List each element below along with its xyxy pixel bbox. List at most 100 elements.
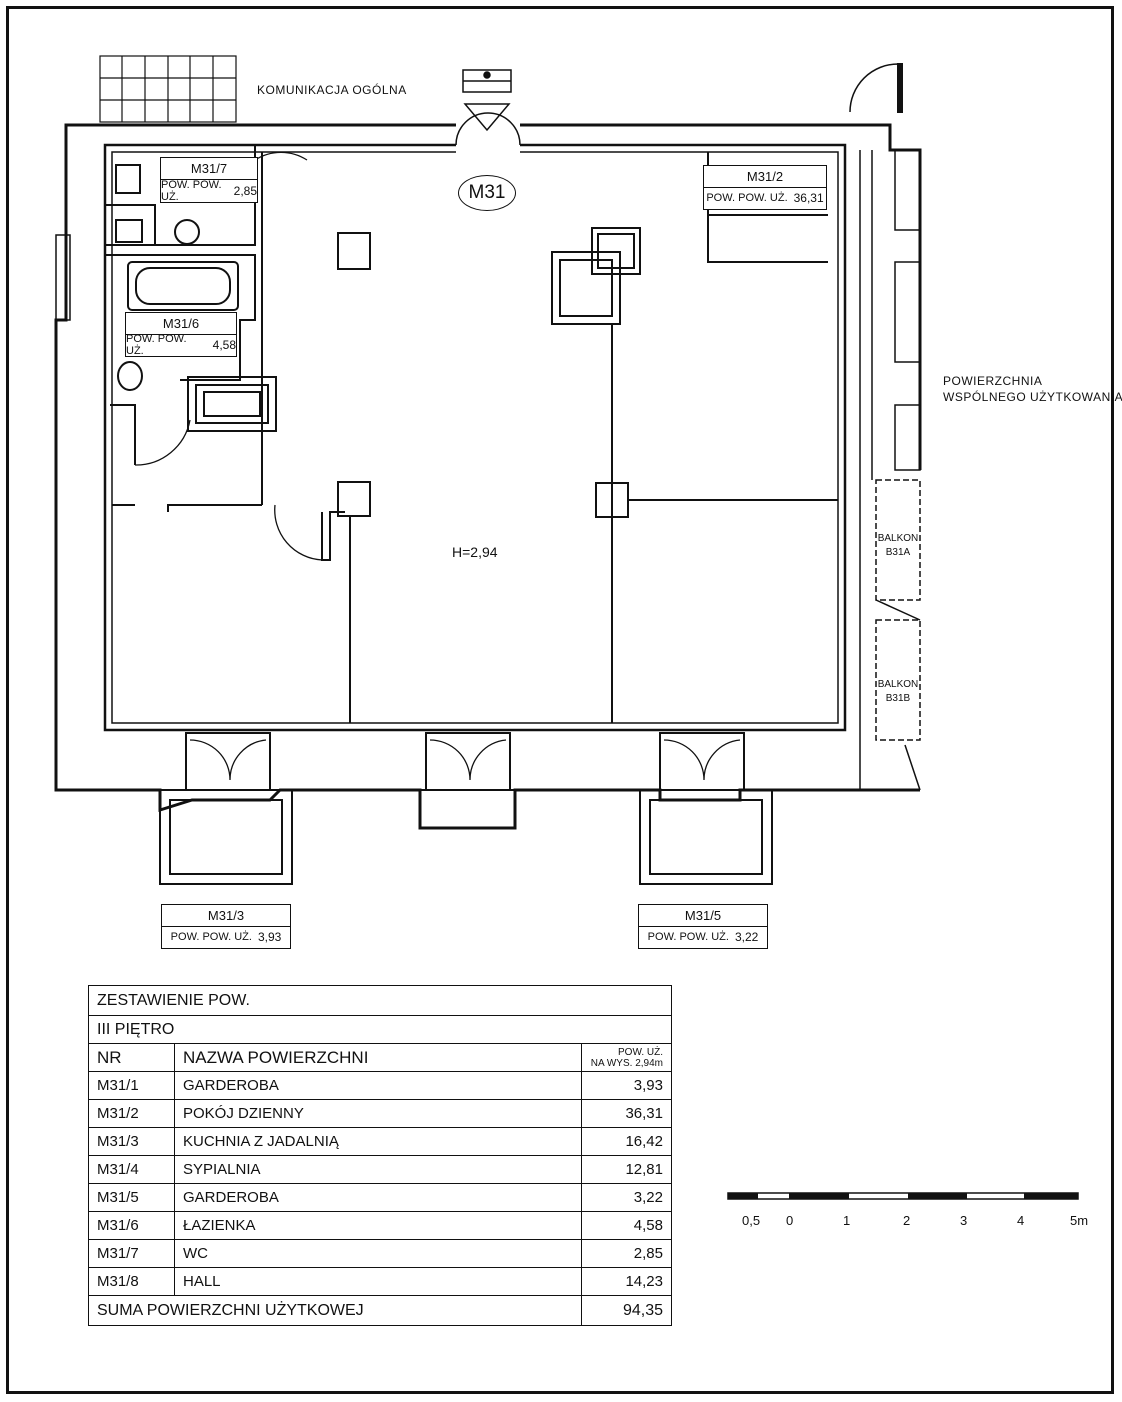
central-partitions (551, 152, 838, 723)
scale-tick-label: 0,5 (742, 1213, 761, 1228)
area-prefix: POW. POW. UŻ. (647, 931, 729, 944)
table-floor: III PIĘTRO (88, 1015, 672, 1044)
row-nr: M31/2 (88, 1099, 175, 1128)
row-name: SYPIALNIA (174, 1155, 582, 1184)
row-nr: M31/6 (88, 1211, 175, 1240)
ceiling-height-label: H=2,94 (452, 544, 498, 560)
area-prefix: POW. POW. UŻ. (170, 931, 252, 944)
door-jamb (897, 63, 903, 113)
balkon-a-code: B31A (885, 547, 911, 558)
powierzchnia-label-2: WSPÓLNEGO UŻYTKOWANIA (943, 390, 1122, 404)
komunikacja-label: KOMUNIKACJA OGÓLNA (257, 83, 407, 97)
table-total-row: SUMA POWIERZCHNI UŻYTKOWEJ 94,35 (88, 1295, 672, 1326)
row-area: 14,23 (581, 1267, 672, 1296)
row-nr: M31/3 (88, 1127, 175, 1156)
row-nr: M31/4 (88, 1155, 175, 1184)
stair-grid (99, 55, 237, 123)
area-prefix: POW. POW. UŻ. (706, 192, 788, 205)
row-nr: M31/7 (88, 1239, 175, 1268)
total-label: SUMA POWIERZCHNI UŻYTKOWEJ (88, 1295, 582, 1326)
bathroom-room (105, 254, 277, 466)
header-area-line2: NA WYS. 2,94m (590, 1057, 663, 1069)
table-title-row: ZESTAWIENIE POW. (88, 985, 672, 1016)
balkon-a-label: BALKON B31A (876, 532, 920, 560)
row-area: 3,22 (581, 1183, 672, 1212)
total-value: 94,35 (581, 1295, 672, 1326)
powierzchnia-label-1: POWIERZCHNIA (943, 374, 1043, 388)
row-name: WC (174, 1239, 582, 1268)
table-header-row: NR NAZWA POWIERZCHNI POW. UŻ. NA WYS. 2,… (88, 1043, 672, 1072)
scale-tick-label: 5m (1070, 1213, 1089, 1228)
room-tag-name: M31/2 (704, 166, 826, 188)
table-floor-row: III PIĘTRO (88, 1015, 672, 1044)
scale-bar (727, 1192, 1079, 1200)
area-prefix: POW. POW. UŻ. (161, 179, 222, 203)
room-tag-area: POW. POW. UŻ. 3,22 (639, 927, 767, 949)
row-name: GARDEROBA (174, 1183, 582, 1212)
table-title: ZESTAWIENIE POW. (88, 985, 672, 1016)
inner-wall (103, 143, 847, 732)
left-window (55, 234, 71, 321)
balkon-b-code: B31B (885, 693, 911, 704)
row-area: 36,31 (581, 1099, 672, 1128)
scale-tick-label: 3 (960, 1213, 968, 1228)
header-name: NAZWA POWIERZCHNI (174, 1043, 582, 1072)
area-summary-table: ZESTAWIENIE POW. III PIĘTRO NR NAZWA POW… (88, 985, 672, 1326)
header-area-line1: POW. UŻ. (618, 1046, 663, 1058)
row-area: 12,81 (581, 1155, 672, 1184)
room-tag-m31-7: M31/7 POW. POW. UŻ. 2,85 (160, 157, 258, 203)
scale-tick-label: 1 (843, 1213, 851, 1228)
row-name: ŁAZIENKA (174, 1211, 582, 1240)
entrance-door (455, 69, 521, 146)
balkon-a-title: BALKON (877, 533, 919, 544)
row-name: GARDEROBA (174, 1071, 582, 1100)
area-value: 3,22 (734, 930, 759, 945)
bottom-balconies (159, 732, 773, 885)
room-tag-area: POW. POW. UŻ. 36,31 (704, 188, 826, 210)
room-tag-name: M31/3 (162, 905, 290, 927)
area-value: 3,93 (257, 930, 282, 945)
row-name: KUCHNIA Z JADALNIĄ (174, 1127, 582, 1156)
scale-tick-label: 4 (1017, 1213, 1025, 1228)
row-area: 4,58 (581, 1211, 672, 1240)
area-value: 4,58 (212, 338, 236, 353)
room-tag-area: POW. POW. UŻ. 4,58 (126, 333, 236, 358)
area-value: 2,85 (233, 184, 257, 198)
room-tag-area: POW. POW. UŻ. 2,85 (161, 179, 257, 203)
room-tag-area: POW. POW. UŻ. 3,93 (162, 927, 290, 949)
row-nr: M31/5 (88, 1183, 175, 1212)
row-nr: M31/8 (88, 1267, 175, 1296)
area-value: 36,31 (793, 191, 824, 206)
top-right-door (849, 63, 899, 113)
room-tag-m31-6: M31/6 POW. POW. UŻ. 4,58 (125, 312, 237, 357)
area-prefix: POW. POW. UŻ. (126, 333, 187, 358)
room-tag-name: M31/5 (639, 905, 767, 927)
room-tag-name: M31/6 (126, 313, 236, 335)
hall-walls (112, 152, 371, 723)
row-nr: M31/1 (88, 1071, 175, 1100)
room-tag-m31-2: M31/2 POW. POW. UŻ. 36,31 (703, 165, 827, 210)
header-area: POW. UŻ. NA WYS. 2,94m (581, 1043, 672, 1072)
balkon-b-label: BALKON B31B (876, 678, 920, 706)
row-name: POKÓJ DZIENNY (174, 1099, 582, 1128)
header-nr: NR (88, 1043, 175, 1072)
row-area: 3,93 (581, 1071, 672, 1100)
room-tag-name: M31/7 (161, 158, 257, 180)
right-wing-walls (859, 149, 921, 791)
room-tag-m31-5: M31/5 POW. POW. UŻ. 3,22 (638, 904, 768, 949)
row-area: 2,85 (581, 1239, 672, 1268)
room-tag-m31-3: M31/3 POW. POW. UŻ. 3,93 (161, 904, 291, 949)
scale-tick-label: 2 (903, 1213, 911, 1228)
balkon-b-title: BALKON (877, 679, 919, 690)
row-name: HALL (174, 1267, 582, 1296)
